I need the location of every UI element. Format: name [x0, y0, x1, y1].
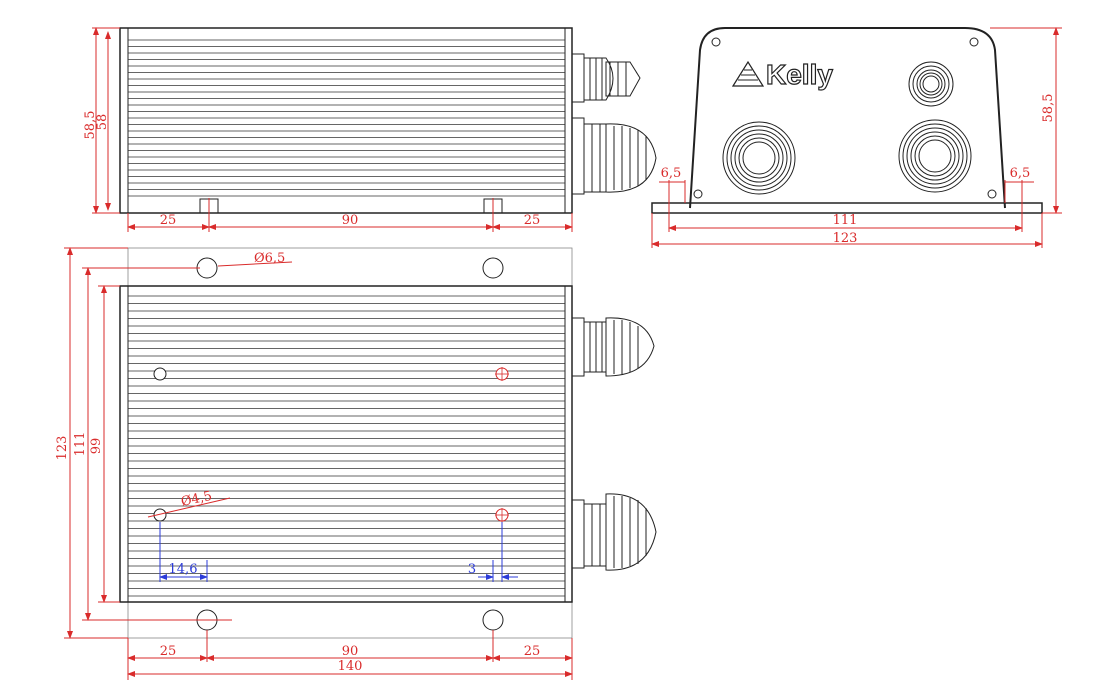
- small-hole-icon: [153, 508, 167, 522]
- small-hole-icon: [153, 367, 167, 381]
- mounting-hole-icon: [482, 609, 504, 631]
- front-dim-123: 123: [833, 231, 858, 246]
- offset-dims: [159, 522, 518, 582]
- front-screw-icon: [987, 189, 997, 199]
- top-view-fins: [128, 295, 565, 597]
- top-bottom-dims: [127, 630, 573, 680]
- side-dim-90: 90: [342, 213, 359, 228]
- mounting-hole-icon: [482, 257, 504, 279]
- side-view-fins: [128, 39, 565, 197]
- front-dim-65-right: 6,5: [1010, 166, 1031, 181]
- side-view: 58,5 58 25 90 25: [83, 27, 657, 232]
- side-dim-25-left: 25: [160, 213, 177, 228]
- front-gland-large-left: [722, 121, 796, 195]
- front-screw-icon: [711, 37, 721, 47]
- top-dim-140: 140: [338, 659, 363, 674]
- kelly-logo-icon: [731, 60, 765, 87]
- side-gland-small: [571, 53, 641, 103]
- front-gland-large-right: [898, 119, 972, 193]
- offset-dim-146: 14,6: [169, 562, 198, 577]
- front-dims: [651, 27, 1062, 248]
- top-dim-99: 99: [89, 438, 104, 455]
- front-view-body: [689, 27, 1006, 209]
- side-height-dim-585: 58,5: [83, 111, 98, 140]
- hole-dim-45: Ø4,5: [180, 489, 214, 510]
- front-view: Kelly 6,5 6,5 111 123: [651, 27, 1062, 248]
- hole-dim-65: Ø6,5: [254, 251, 285, 266]
- front-dim-65-left: 6,5: [661, 166, 682, 181]
- top-dim-25-left: 25: [160, 644, 177, 659]
- side-view-body: [119, 27, 573, 214]
- front-dim-111: 111: [833, 213, 858, 228]
- front-screw-icon: [693, 189, 703, 199]
- top-left-dims: [64, 247, 200, 639]
- front-gland-small: [908, 61, 954, 107]
- top-dim-25-right: 25: [524, 644, 541, 659]
- front-view-base: [651, 202, 1043, 214]
- top-dim-111: 111: [73, 432, 88, 457]
- top-gland-lower: [571, 493, 657, 571]
- top-dim-90: 90: [342, 644, 359, 659]
- side-height-dim-58: 58: [95, 114, 110, 131]
- front-logo-text: Kelly: [766, 59, 833, 90]
- side-gland-large: [571, 117, 657, 195]
- side-height-dims: [92, 27, 120, 214]
- front-screw-icon: [969, 37, 979, 47]
- side-dim-25-right: 25: [524, 213, 541, 228]
- front-height-dim: 58,5: [1041, 94, 1056, 123]
- offset-dim-3: 3: [468, 562, 476, 577]
- top-gland-upper: [571, 317, 655, 377]
- side-bottom-dims: [127, 198, 573, 232]
- top-view-base-plate: [127, 247, 573, 639]
- top-view-body: [119, 285, 573, 603]
- top-dim-123: 123: [55, 436, 70, 461]
- top-view: Ø6,5 Ø4,5 123 111 99 14,6 3: [55, 247, 657, 680]
